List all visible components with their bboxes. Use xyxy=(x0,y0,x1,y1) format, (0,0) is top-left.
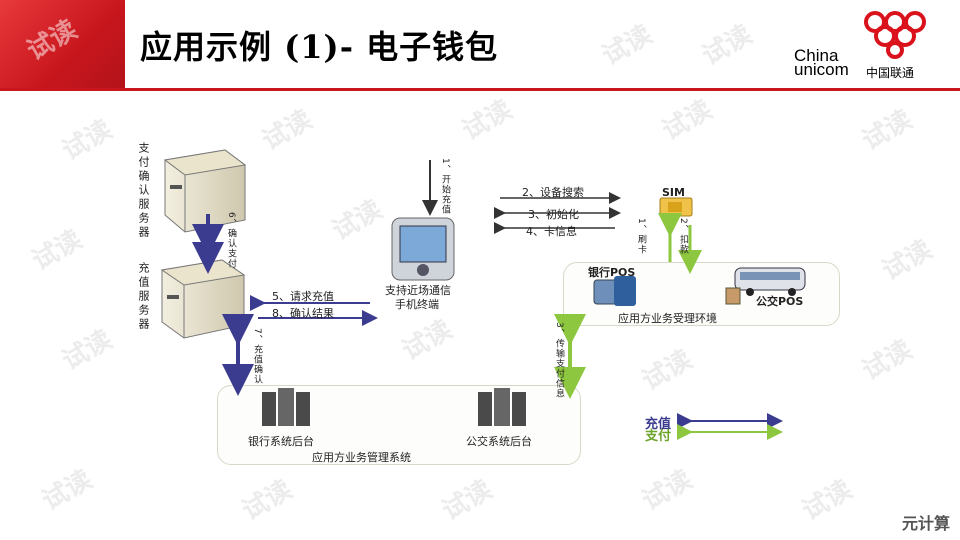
brand-cn: 中国联通 xyxy=(866,66,915,80)
step-sim-1-label: 1、刷卡 xyxy=(636,218,646,255)
confirm-server-icon xyxy=(163,149,247,233)
confirm-server-label: 支付确认服务器 xyxy=(137,142,150,240)
step-8-label: 8、确认结果 xyxy=(272,307,334,320)
bus-pos-label: 公交POS xyxy=(756,295,804,308)
step-sim-2-label: 2、扣款 xyxy=(678,218,688,255)
accept-environment-label: 应用方业务受理环境 xyxy=(618,312,717,325)
step-pay-3-label: 3、传输支付信息 xyxy=(554,322,564,399)
header-red-block xyxy=(0,0,125,90)
bank-backend-label: 银行系统后台 xyxy=(248,435,314,448)
footer-logo: 元计算 xyxy=(901,514,950,533)
bus-backend-label: 公交系统后台 xyxy=(466,435,532,448)
phone-label-2: 手机终端 xyxy=(395,298,439,311)
step-1-label: 1、开始充值 xyxy=(440,158,450,215)
step-2-label: 2、设备搜索 xyxy=(522,186,584,199)
phone-icon xyxy=(391,217,455,281)
legend-pay-label: 支付 xyxy=(645,429,672,444)
bus-backend-icon xyxy=(478,388,526,426)
slide-title: 应用示例 (1)- 电子钱包 xyxy=(140,28,499,66)
charge-server-label: 充值服务器 xyxy=(137,262,150,332)
charge-server-icon xyxy=(160,259,246,339)
management-system-label: 应用方业务管理系统 xyxy=(312,451,411,464)
brand-china: China xyxy=(794,46,839,65)
step-4-label: 4、卡信息 xyxy=(526,225,577,238)
legend-charge-label: 充值 xyxy=(645,417,672,432)
sim-card-icon xyxy=(659,197,693,217)
china-unicom-logo-icon xyxy=(864,11,926,59)
phone-label-1: 支持近场通信 xyxy=(385,284,451,297)
step-7-label: 7、充值确认 xyxy=(252,328,262,385)
header-divider xyxy=(0,88,960,91)
sim-label: SIM xyxy=(662,186,685,199)
step-5-label: 5、请求充值 xyxy=(272,290,334,303)
bank-pos-icon xyxy=(593,276,636,306)
step-3-label: 3、初始化 xyxy=(528,208,579,221)
bank-backend-icon xyxy=(262,388,310,426)
brand-unicom: unicom xyxy=(794,60,849,79)
step-6-label: 6、确认支付 xyxy=(226,212,236,269)
bank-pos-label: 银行POS xyxy=(588,266,636,279)
slide-header xyxy=(0,0,960,91)
bus-pos-icon xyxy=(725,267,806,305)
